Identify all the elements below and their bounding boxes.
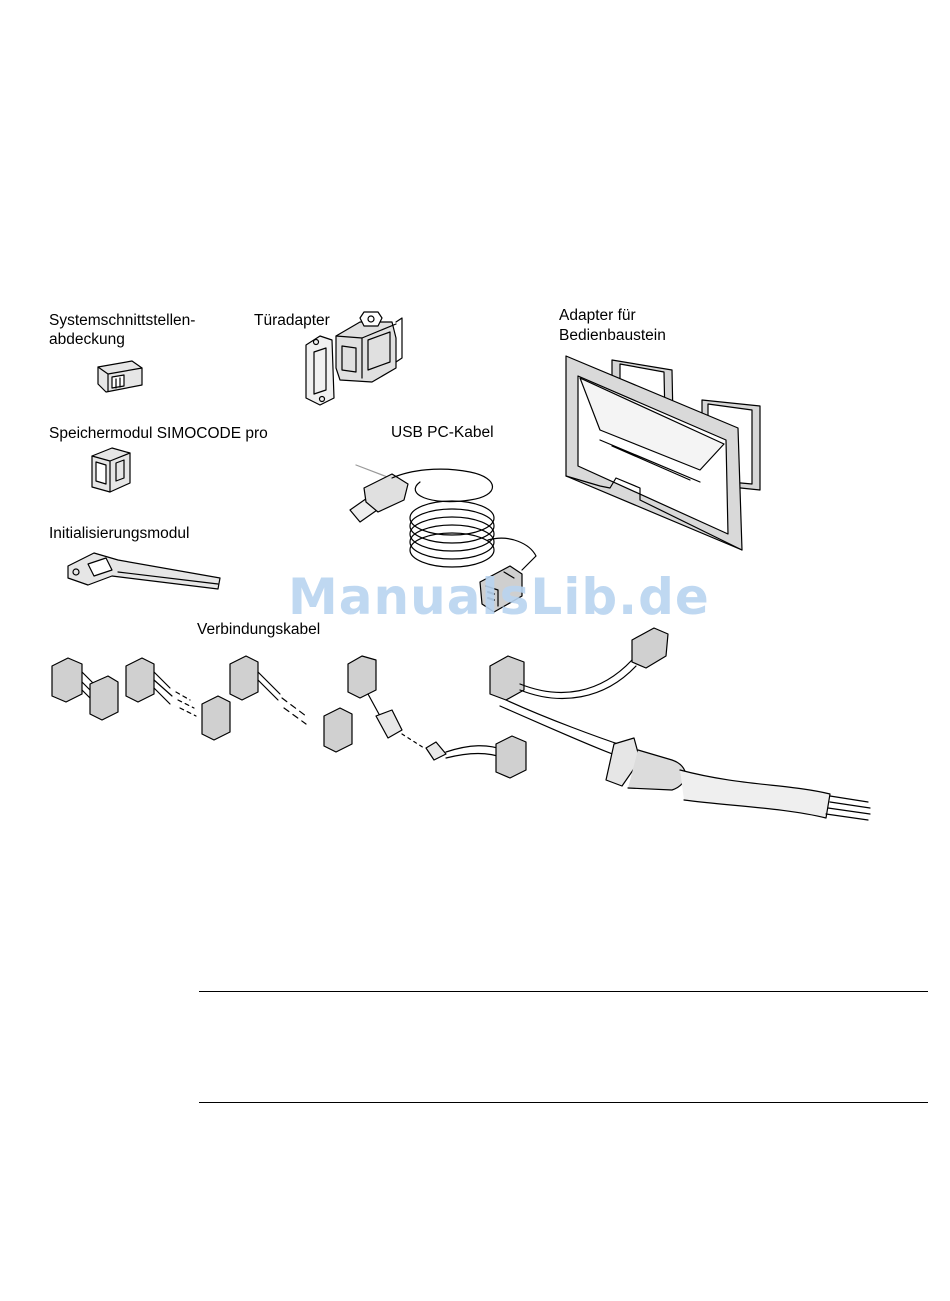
connection-cable-2-image — [126, 658, 230, 740]
connection-cable-3-image — [230, 656, 352, 752]
connection-cable-1-image — [52, 658, 118, 720]
initialization-module-image — [68, 553, 220, 589]
horizontal-rule-top — [199, 991, 928, 992]
memory-module-image — [92, 448, 130, 492]
operator-panel-adapter-image — [566, 356, 760, 550]
connection-cable-5-image — [490, 628, 870, 820]
door-adapter-image — [306, 312, 402, 405]
horizontal-rule-bottom — [199, 1102, 928, 1103]
system-interface-cover-image — [98, 361, 142, 392]
watermark: ManualsLib.de — [288, 568, 710, 626]
